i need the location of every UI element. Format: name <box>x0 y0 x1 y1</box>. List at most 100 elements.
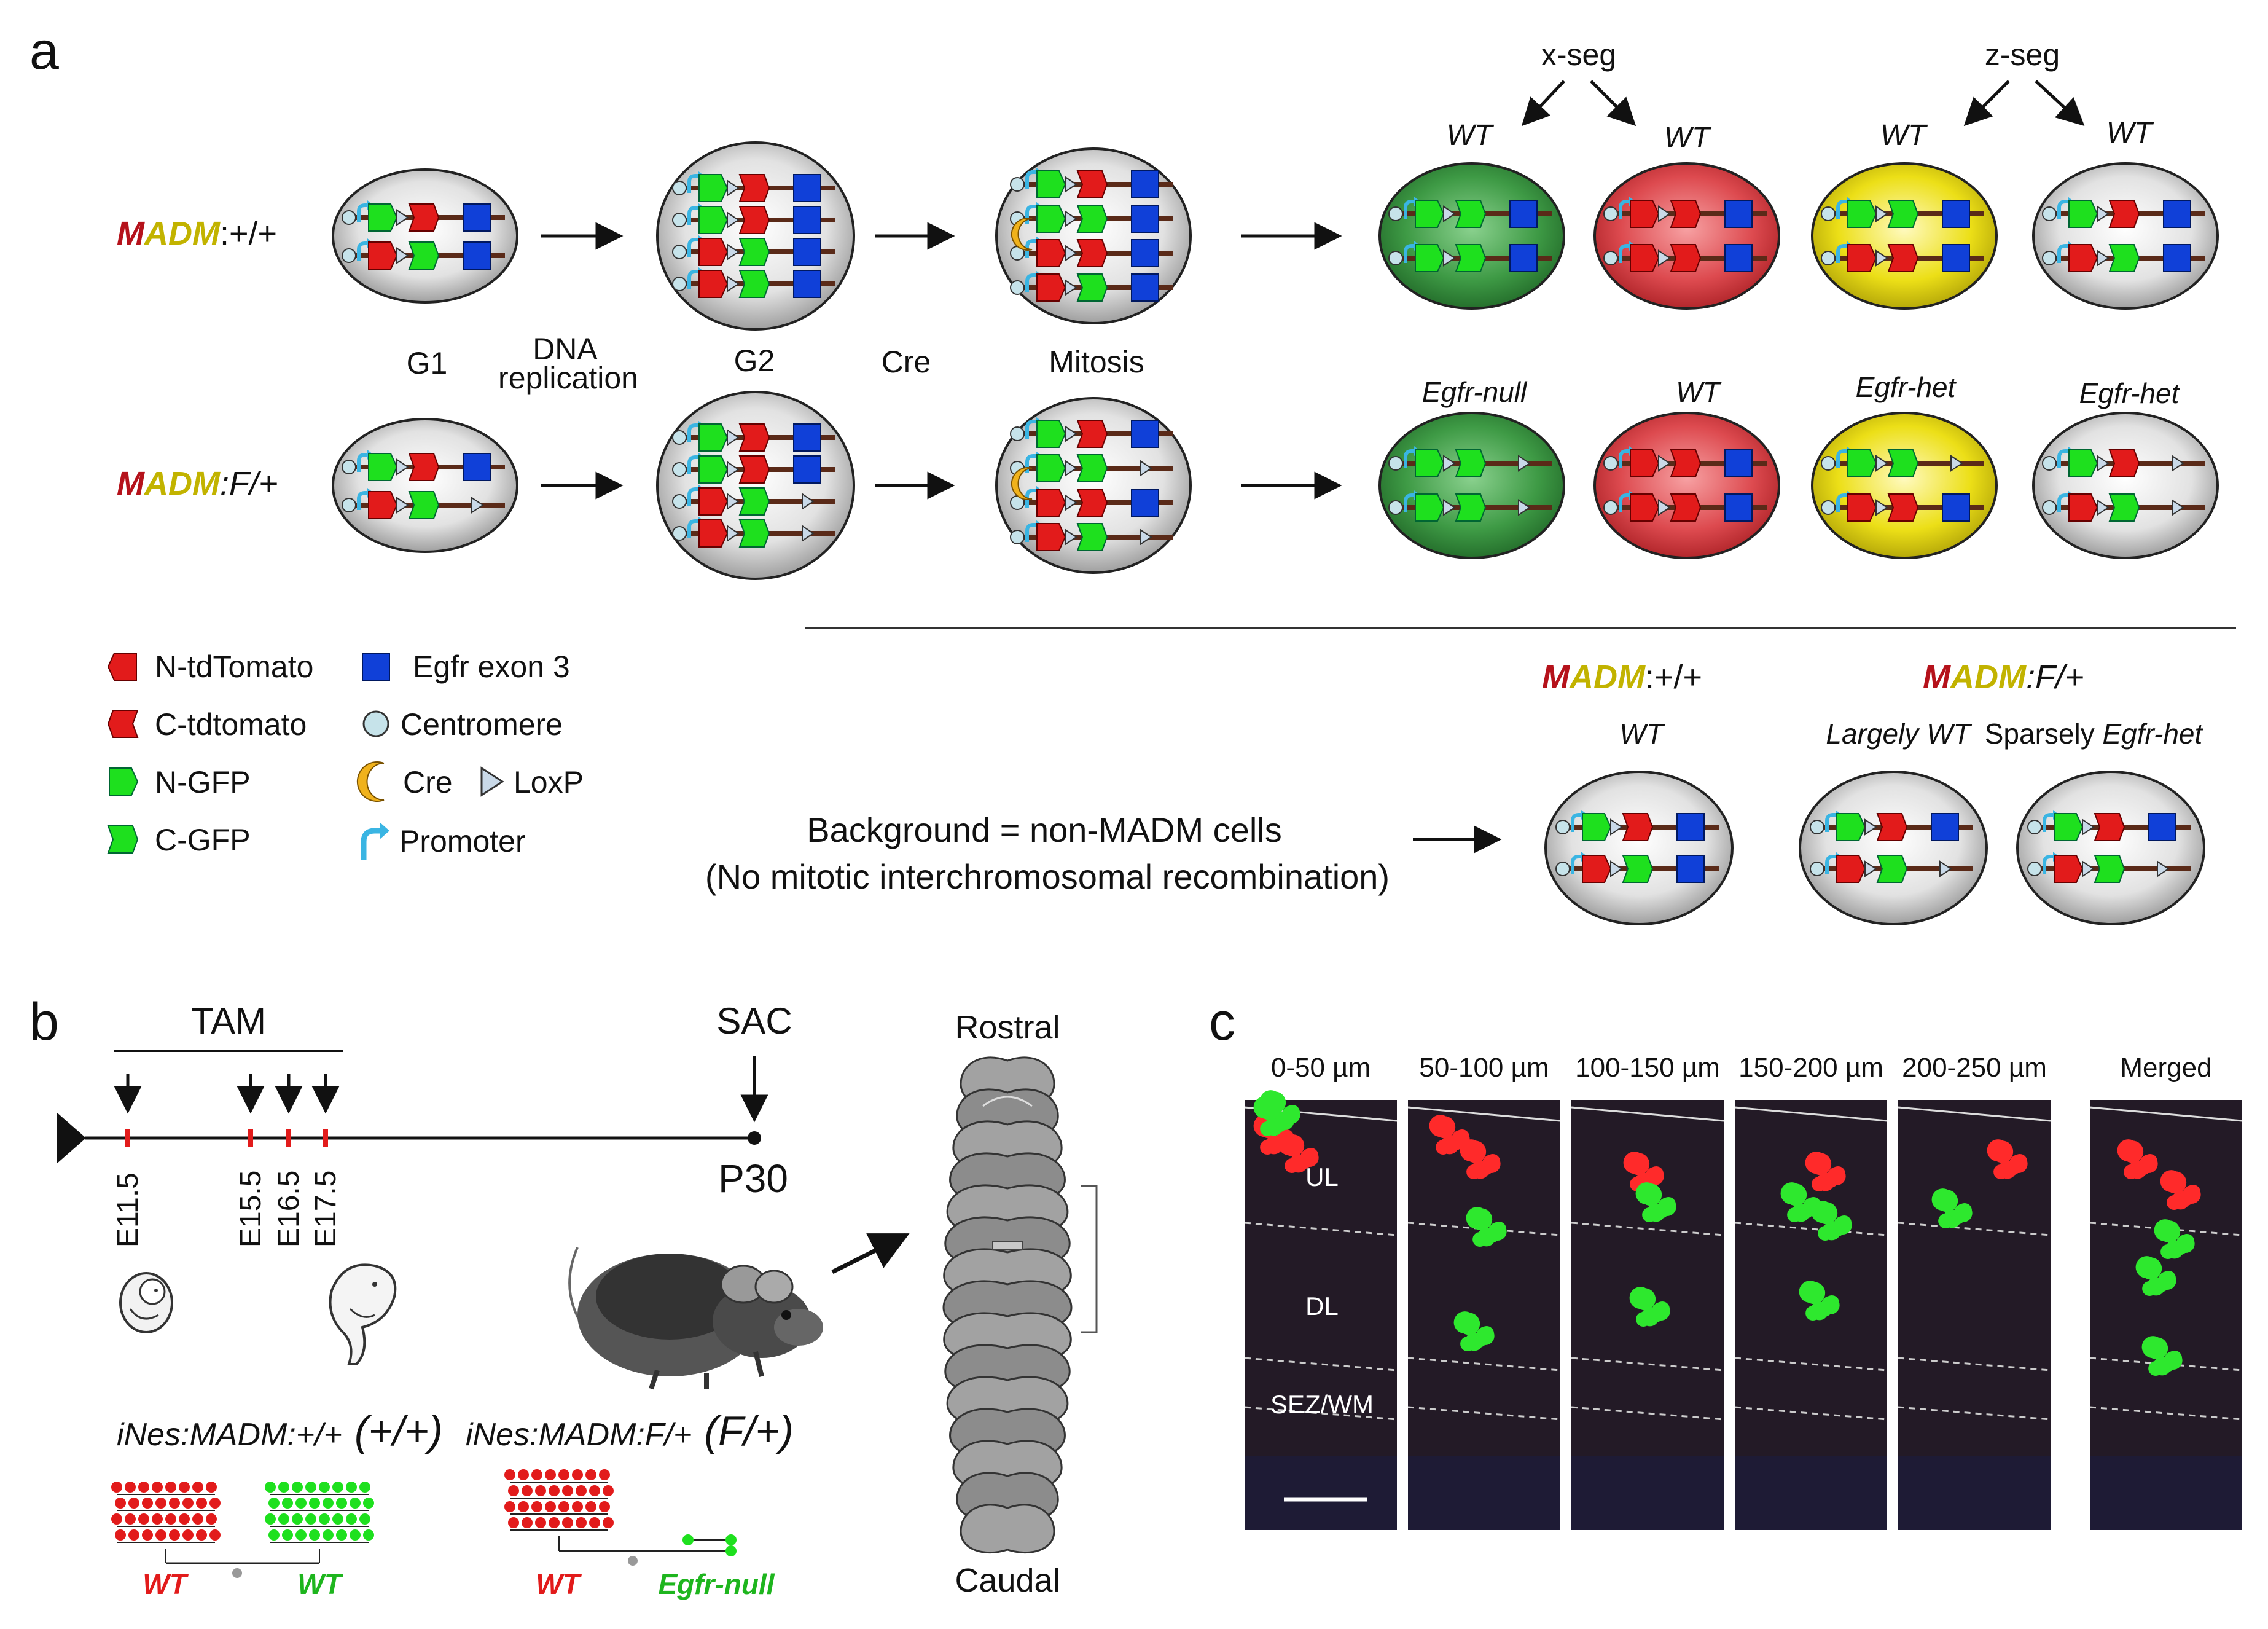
labeled-cell <box>1275 1112 1294 1131</box>
row2-daughter-yellow <box>1811 412 1998 559</box>
labeled-cell <box>1627 1153 1650 1176</box>
cell-dot <box>336 1529 347 1541</box>
timepoint-1: E11.5 <box>112 1172 144 1247</box>
cell-dot <box>138 1482 149 1493</box>
cell-dot <box>535 1485 546 1496</box>
cell-dot <box>138 1513 149 1525</box>
row1-g2-cell <box>656 141 855 331</box>
background-line1: Background = non-MADM cells <box>807 811 1281 849</box>
row2-g2-cell <box>656 391 855 580</box>
labeled-cell <box>1642 1207 1657 1222</box>
cell-dot <box>518 1469 529 1480</box>
cell-dot <box>531 1469 542 1480</box>
micrograph-3: 100-150 µm <box>1571 1053 1724 1530</box>
geno2-label: iNes:MADM:F/+(F/+) <box>466 1408 794 1454</box>
legend-centromere: Centromere <box>401 707 563 742</box>
row2-outcome-1: Egfr-null <box>1422 376 1528 408</box>
cell-dot <box>282 1498 293 1509</box>
labeled-cell <box>2009 1155 2028 1174</box>
layer-boundary <box>1571 1357 1724 1372</box>
labeled-cell <box>1640 1183 1662 1206</box>
cell-dot <box>504 1501 515 1512</box>
cell-dot <box>319 1513 330 1525</box>
labeled-cell <box>2164 1351 2183 1370</box>
cell-dot <box>196 1498 207 1509</box>
zseg-label: z-seg <box>1985 37 2060 72</box>
legend-centromere-icon <box>362 710 389 737</box>
labeled-cell <box>1260 1121 1275 1136</box>
cell-dot <box>359 1482 370 1493</box>
micrograph-bottom <box>1408 1456 1560 1530</box>
cell-dot <box>292 1482 303 1493</box>
cell-dot <box>346 1513 357 1525</box>
row2-outcome-4: Egfr-het <box>2079 377 2181 409</box>
row1-daughter-green <box>1378 162 1565 310</box>
labeled-cell <box>2182 1185 2201 1204</box>
layer-boundary <box>1898 1222 2051 1236</box>
row1-mitosis-cell <box>995 147 1192 324</box>
cell-dot <box>599 1501 610 1512</box>
row2-daughter-red <box>1593 412 1780 559</box>
sac-label: SAC <box>716 1000 792 1042</box>
cell-dot <box>309 1498 320 1509</box>
labeled-cell <box>2121 1140 2144 1163</box>
timeline-end <box>748 1131 761 1145</box>
labeled-cell <box>1476 1327 1495 1346</box>
bg-label-largely: Largely WT <box>1826 718 1972 750</box>
layer-boundary <box>1407 1222 1561 1236</box>
labeled-cell <box>2164 1171 2187 1194</box>
bg-label-sparsely: Sparsely Egfr-het <box>1985 718 2204 750</box>
cell-dot <box>359 1513 370 1525</box>
cell-dot <box>209 1529 221 1541</box>
labeled-cell <box>2158 1220 2181 1243</box>
layer-label: UL <box>1305 1163 1339 1191</box>
cell-dot <box>179 1482 190 1493</box>
cell-dot <box>346 1482 357 1493</box>
labeled-cell <box>1827 1167 1846 1186</box>
tam-arrows <box>114 1056 768 1123</box>
lineage-trees <box>111 1469 737 1578</box>
legend-loxp-icon <box>480 766 504 797</box>
labeled-cell <box>2176 1235 2195 1254</box>
cell-dot <box>558 1501 569 1512</box>
pia-line <box>1734 1106 1888 1122</box>
cell-dot <box>531 1501 542 1512</box>
micrograph-title: 100-150 µm <box>1575 1053 1720 1083</box>
caudal-label: Caudal <box>955 1562 1060 1599</box>
cell-dot <box>350 1529 361 1541</box>
cell-dot <box>522 1485 533 1496</box>
cell-dot <box>599 1469 610 1480</box>
layer-boundary <box>2089 1222 2243 1236</box>
labeled-cell <box>1833 1216 1852 1235</box>
labeled-cell <box>2140 1257 2162 1280</box>
process-arrows <box>541 80 2085 500</box>
cell-dot <box>323 1498 334 1509</box>
cell-dot <box>332 1482 343 1493</box>
cell-dot <box>268 1529 280 1541</box>
legend-c-gfp-icon <box>108 825 138 854</box>
geno1-label: iNes:MADM:+/+(+/+) <box>117 1408 443 1454</box>
tam-label: TAM <box>191 1000 266 1042</box>
cell-dot <box>206 1513 217 1525</box>
layer-label: DL <box>1305 1292 1339 1321</box>
bg-cell-3 <box>2016 771 2205 925</box>
row1-g1-cell <box>332 168 518 304</box>
cell-dot <box>278 1482 289 1493</box>
labeled-cell <box>1285 1158 1300 1173</box>
layer-label: SEZ/WM <box>1270 1390 1374 1419</box>
stage-dna-1: DNA <box>533 332 598 366</box>
layer-boundary <box>2089 1406 2243 1421</box>
cell-dot <box>504 1469 515 1480</box>
row1-outcome-4: WT <box>2106 117 2154 149</box>
p30-label: P30 <box>718 1156 788 1201</box>
cell-dot <box>206 1482 217 1493</box>
stage-g2: G2 <box>734 343 775 378</box>
micrograph-bottom <box>1735 1456 1887 1530</box>
panel-label-c: c <box>1209 992 1235 1051</box>
layer-boundary <box>1407 1357 1561 1372</box>
timepoint-3: E16.5 <box>273 1171 305 1247</box>
labeled-cell <box>1460 1336 1476 1351</box>
pia-line <box>2089 1106 2243 1122</box>
pia-line <box>1407 1106 1561 1122</box>
labeled-cell <box>1482 1155 1501 1174</box>
